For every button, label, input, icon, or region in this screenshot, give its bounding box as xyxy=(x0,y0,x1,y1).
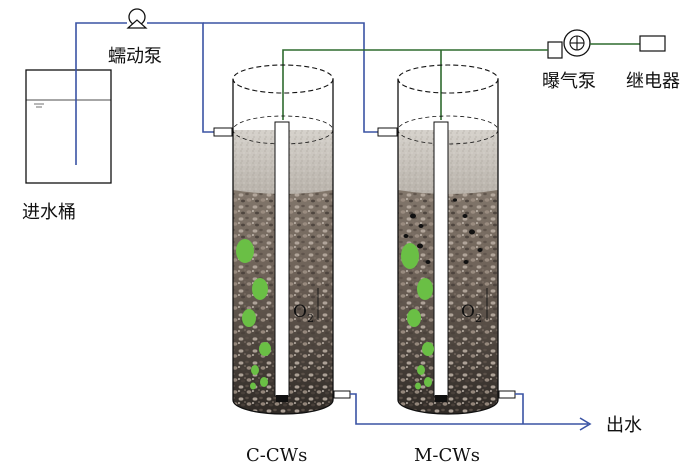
reactor-m-cws-label: M-CWs xyxy=(414,445,480,466)
outlet-stub-left xyxy=(333,390,351,399)
outlet-stub-right xyxy=(498,390,516,399)
relay-icon xyxy=(639,35,666,52)
water-tank-label: 进水桶 xyxy=(22,202,76,223)
reactor-c-cws-label: C-CWs xyxy=(246,445,307,466)
oxygen-label-right: O2 xyxy=(461,302,482,325)
reactor-c-cws xyxy=(213,64,334,415)
air-pipe xyxy=(282,49,548,120)
oxygen-label-left: O2 xyxy=(293,302,314,325)
oxygen-label-right-base: O xyxy=(461,302,475,322)
oxygen-label-left-base: O xyxy=(293,302,307,322)
inlet-water-pipe xyxy=(75,22,381,165)
oxygen-label-left-sub: 2 xyxy=(307,312,314,325)
aeration-pump-label: 曝气泵 xyxy=(542,71,596,92)
outlet-water-pipe xyxy=(350,393,592,431)
water-tank-icon xyxy=(25,69,112,184)
relay-label: 继电器 xyxy=(626,71,680,92)
oxygen-label-right-sub: 2 xyxy=(475,312,482,325)
peristaltic-pump-label: 蠕动泵 xyxy=(108,46,162,67)
reactor-m-cws xyxy=(377,64,499,415)
aeration-pump-icon xyxy=(547,29,591,59)
peristaltic-pump-icon xyxy=(126,8,148,29)
outlet-label: 出水 xyxy=(606,415,642,436)
